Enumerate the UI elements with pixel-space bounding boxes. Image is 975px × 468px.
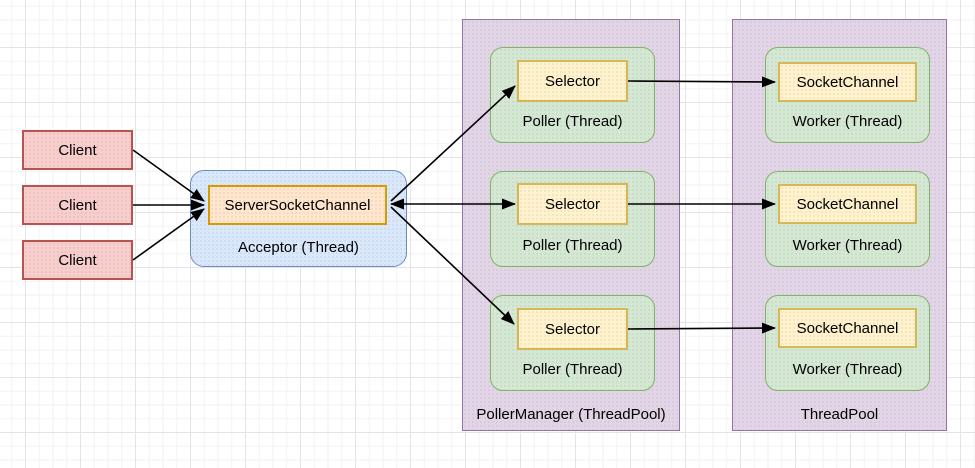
selector-label: Selector <box>544 320 601 338</box>
client-box-1: Client <box>22 130 133 170</box>
selector-box-2: Selector <box>517 183 628 225</box>
selector-box-3: Selector <box>517 308 628 350</box>
worker-thread-label: Worker (Thread) <box>792 237 903 254</box>
acceptor-thread-label: Acceptor (Thread) <box>238 239 359 256</box>
poller-thread-label: Poller (Thread) <box>522 361 623 378</box>
socket-channel-box-1: SocketChannel <box>778 62 917 102</box>
poller-thread-label: Poller (Thread) <box>522 113 623 130</box>
socket-channel-box-3: SocketChannel <box>778 308 917 348</box>
socket-channel-label: SocketChannel <box>796 195 899 213</box>
worker-thread-label: Worker (Thread) <box>792 361 903 378</box>
thread-pool-label: ThreadPool <box>800 406 879 423</box>
selector-label: Selector <box>544 72 601 90</box>
client-box-3: Client <box>22 240 133 280</box>
worker-thread-label: Worker (Thread) <box>792 113 903 130</box>
poller-thread-label: Poller (Thread) <box>522 237 623 254</box>
client-label: Client <box>58 251 97 269</box>
selector-label: Selector <box>544 195 601 213</box>
client-label: Client <box>58 196 97 214</box>
client-box-2: Client <box>22 185 133 225</box>
poller-manager-label: PollerManager (ThreadPool) <box>476 406 666 423</box>
client-label: Client <box>58 141 97 159</box>
server-socket-channel-box: ServerSocketChannel <box>208 185 387 225</box>
socket-channel-label: SocketChannel <box>796 319 899 337</box>
server-socket-channel-label: ServerSocketChannel <box>224 196 371 214</box>
socket-channel-box-2: SocketChannel <box>778 184 917 224</box>
socket-channel-label: SocketChannel <box>796 73 899 91</box>
selector-box-1: Selector <box>517 60 628 102</box>
